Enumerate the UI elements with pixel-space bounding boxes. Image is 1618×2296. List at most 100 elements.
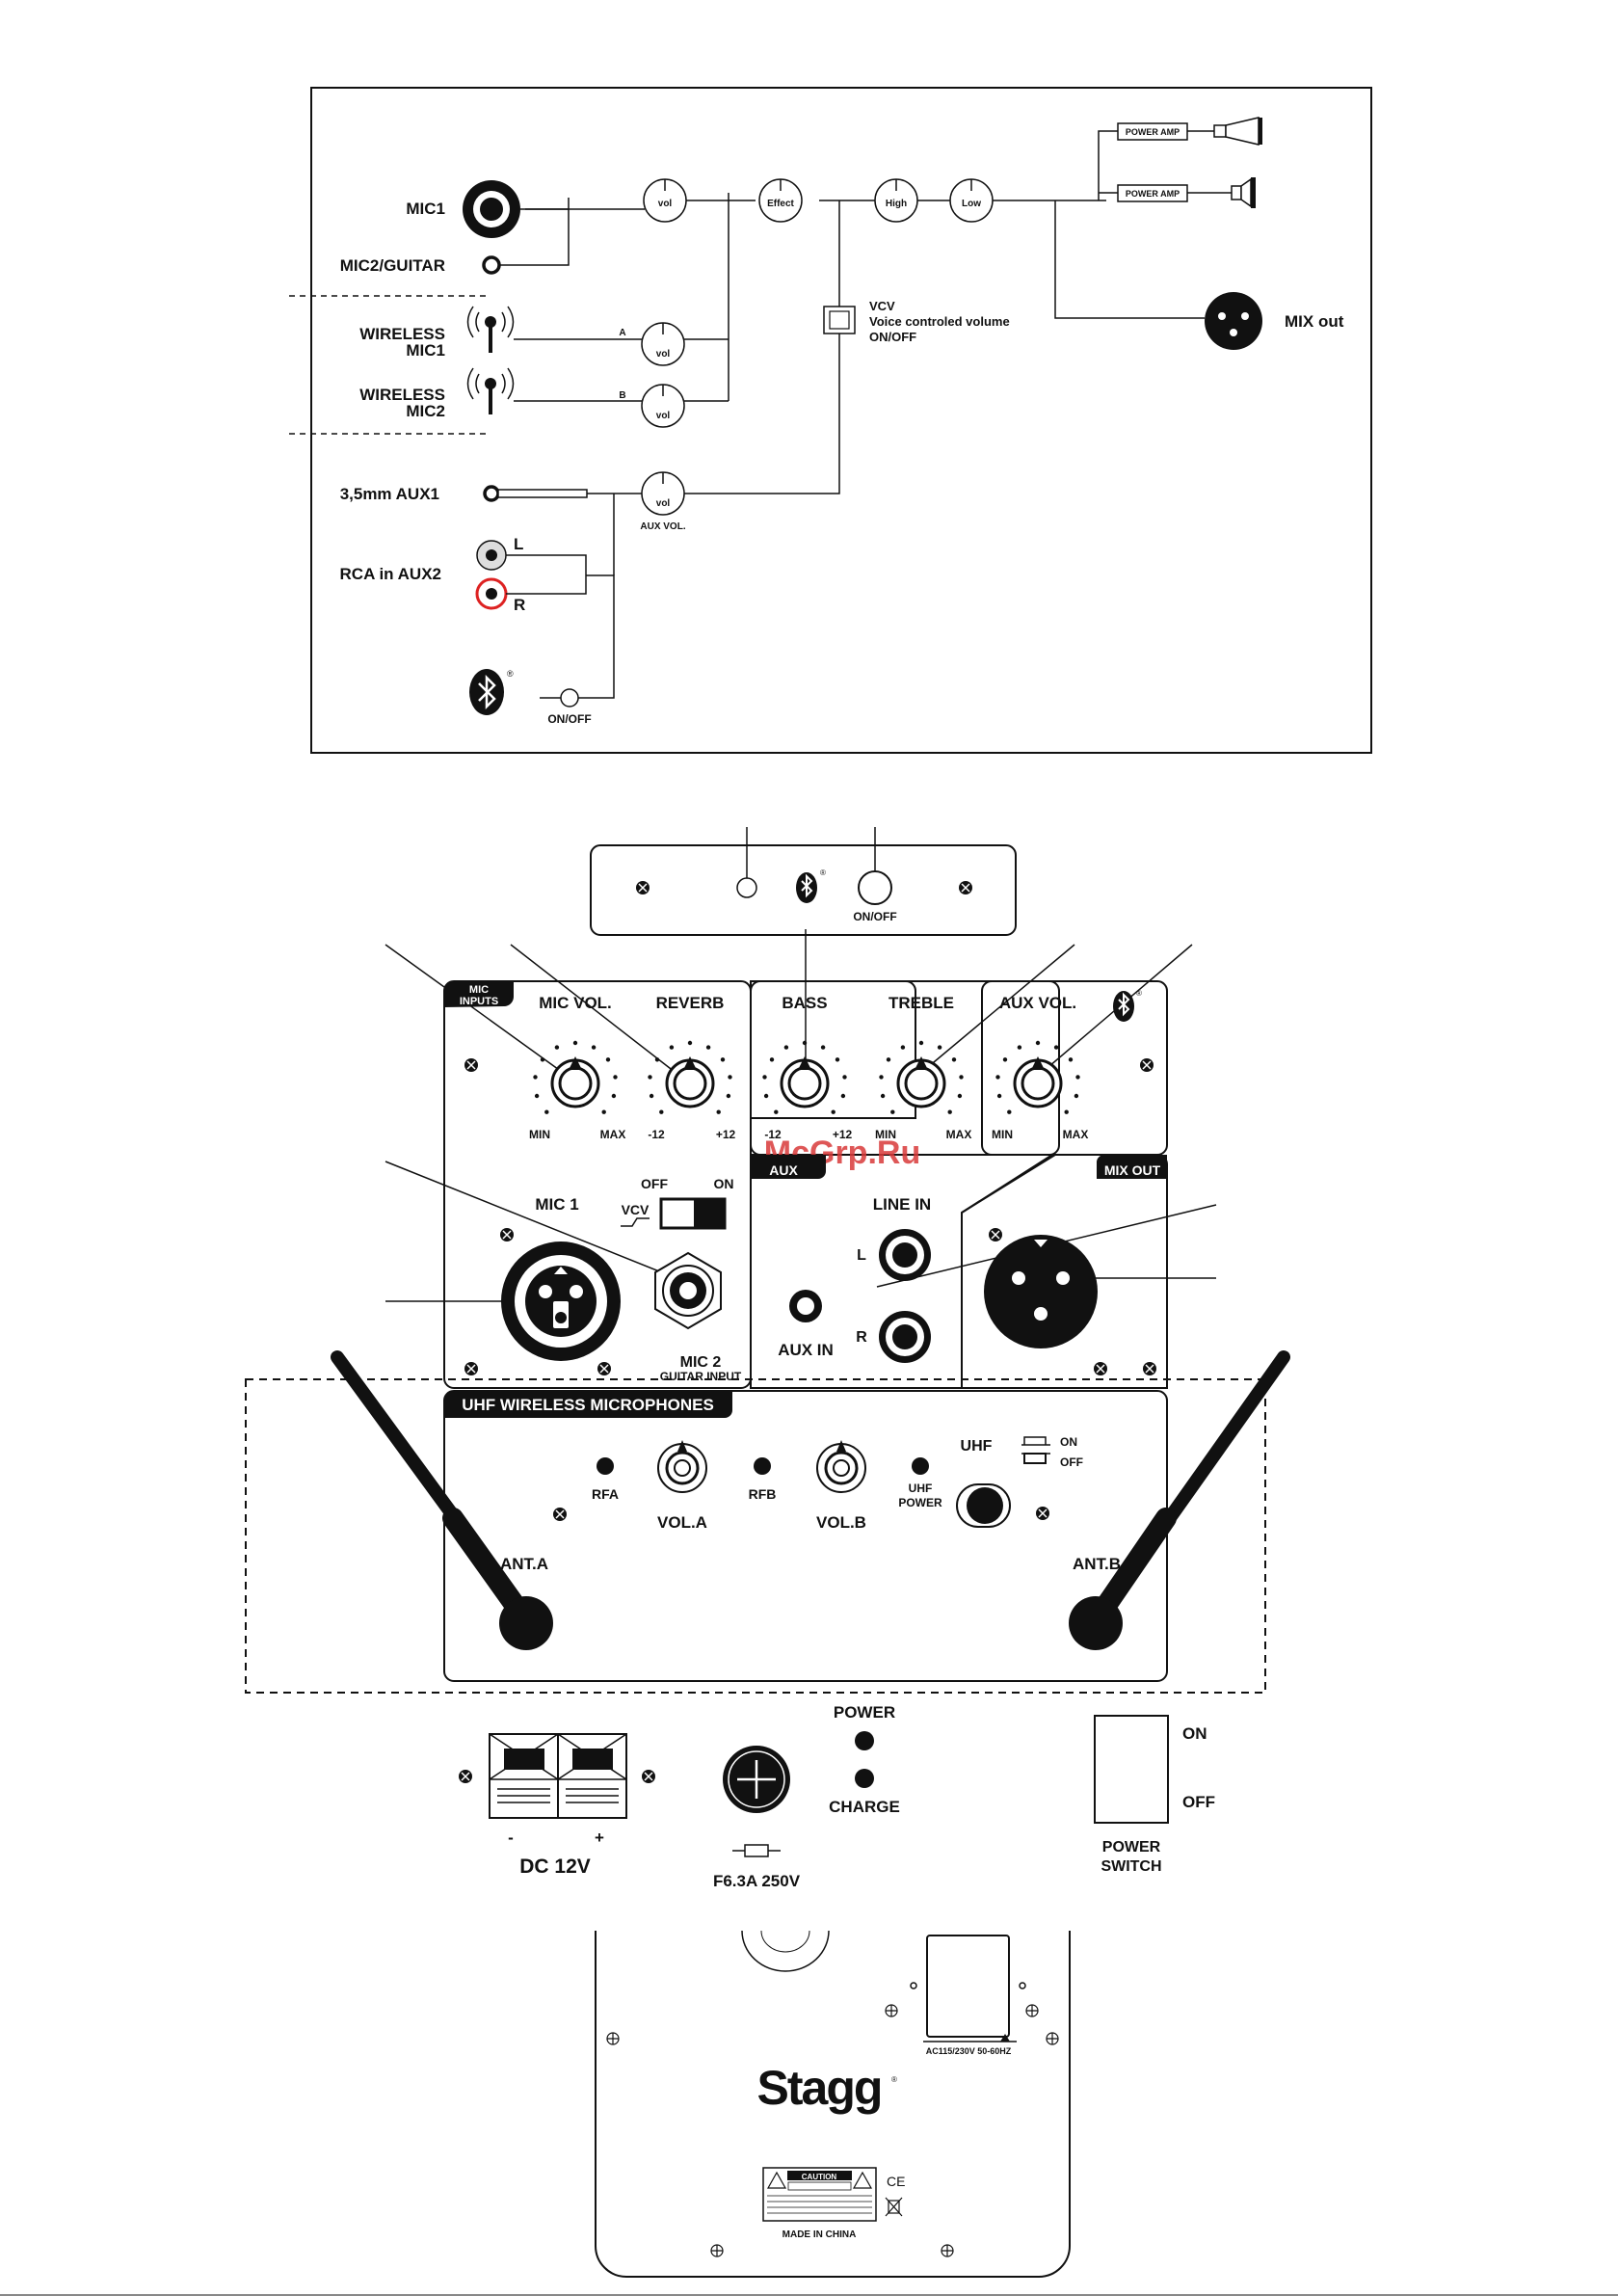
screw-icon bbox=[1143, 1362, 1156, 1375]
ant-b-label: ANT.B bbox=[1073, 1555, 1121, 1573]
screw-icon bbox=[464, 1362, 478, 1375]
scale-dot bbox=[995, 1075, 1000, 1080]
scale-dot bbox=[601, 1109, 606, 1114]
scale-dot bbox=[820, 1045, 826, 1050]
scale-dot bbox=[1068, 1057, 1074, 1062]
reverb-knob[interactable] bbox=[665, 1056, 715, 1108]
svg-text:POWER AMP: POWER AMP bbox=[1126, 189, 1180, 199]
ce-mark-icon: CE bbox=[887, 2174, 905, 2189]
min-label: MIN bbox=[875, 1128, 896, 1141]
scale-dot bbox=[879, 1075, 884, 1080]
mic-inputs-badge-line1: MIC bbox=[469, 984, 489, 996]
screw-icon bbox=[1036, 1507, 1049, 1520]
rfa-led bbox=[597, 1457, 614, 1475]
scale-dot bbox=[591, 1045, 597, 1050]
scale-dot bbox=[762, 1075, 767, 1080]
power-switch-label-line2: SWITCH bbox=[1101, 1858, 1161, 1875]
diagram-frame bbox=[310, 87, 1372, 754]
dc-terminal-block[interactable] bbox=[489, 1733, 627, 1819]
screw-icon bbox=[500, 1228, 514, 1241]
screw-icon bbox=[989, 1228, 1002, 1241]
bt-onoff-button[interactable] bbox=[858, 870, 892, 905]
woofer-icon bbox=[1231, 177, 1256, 208]
scale-dot bbox=[534, 1093, 540, 1099]
vcv-off-label: OFF bbox=[641, 1176, 668, 1191]
vcv-label-line1: VCV bbox=[869, 299, 895, 313]
scale-dot bbox=[886, 1057, 891, 1062]
plus12-label: +12 bbox=[833, 1128, 853, 1141]
scale-dot bbox=[572, 1040, 578, 1046]
made-in-label: MADE IN CHINA bbox=[782, 2229, 857, 2240]
vcv-label-line2: Voice controled volume bbox=[869, 314, 1010, 329]
svg-text:High: High bbox=[886, 199, 907, 209]
scale-dot bbox=[728, 1075, 732, 1080]
scale-dot bbox=[831, 1109, 836, 1114]
svg-text:®: ® bbox=[891, 2075, 897, 2084]
antenna-a-base bbox=[499, 1596, 553, 1650]
knob-scale-dots bbox=[533, 1040, 1080, 1114]
mix-out-label: MIX out bbox=[1285, 312, 1344, 331]
uhf-title: UHF WIRELESS MICROPHONES bbox=[462, 1396, 714, 1414]
plus12-label: +12 bbox=[716, 1128, 736, 1141]
vol-a-knob[interactable] bbox=[657, 1440, 707, 1493]
line-in-right-rca[interactable] bbox=[879, 1311, 931, 1363]
scale-dot bbox=[890, 1109, 895, 1114]
mic-vol-knob[interactable] bbox=[550, 1056, 600, 1108]
scale-dot bbox=[900, 1045, 906, 1050]
scale-dot bbox=[669, 1045, 675, 1050]
dc-12v-label: DC 12V bbox=[519, 1855, 591, 1878]
wireless-mic2-label-line2: MIC2 bbox=[406, 402, 445, 420]
svg-text:Effect: Effect bbox=[767, 199, 794, 209]
wireless-mic1-label-line2: MIC1 bbox=[406, 341, 445, 360]
bass-knob[interactable] bbox=[780, 1056, 830, 1108]
scale-dot bbox=[705, 1045, 711, 1050]
power-switch[interactable] bbox=[1094, 1715, 1169, 1824]
scale-dot bbox=[1035, 1040, 1041, 1046]
uhf-on-label: ON bbox=[1060, 1435, 1077, 1449]
channel-b-label: B bbox=[619, 390, 625, 401]
scale-dot bbox=[544, 1109, 549, 1114]
screw-icon bbox=[1046, 2032, 1059, 2045]
line-in-left-rca[interactable] bbox=[879, 1229, 931, 1281]
aux-vol-knob[interactable] bbox=[1013, 1056, 1063, 1108]
mic1-label: MIC 1 bbox=[535, 1195, 578, 1214]
rfb-label: RFB bbox=[749, 1486, 777, 1502]
scale-dot bbox=[947, 1109, 952, 1114]
rfb-led bbox=[754, 1457, 771, 1475]
svg-text:vol: vol bbox=[656, 411, 671, 421]
fuse-holder[interactable] bbox=[723, 1746, 790, 1813]
aux-vol-knob: vol AUX VOL. bbox=[640, 471, 686, 532]
channel-a-label: A bbox=[619, 328, 625, 338]
vcv-toggle-switch[interactable] bbox=[659, 1197, 727, 1230]
screw-icon bbox=[1140, 1058, 1154, 1072]
svg-text:Low: Low bbox=[962, 199, 981, 209]
treble-knob[interactable] bbox=[896, 1056, 946, 1108]
vcv-on-label: ON bbox=[714, 1176, 734, 1191]
high-knob: High bbox=[874, 178, 918, 223]
uhf-power-button[interactable] bbox=[956, 1483, 1011, 1528]
vol-a-label: VOL.A bbox=[657, 1513, 707, 1532]
vcv-label: VCV bbox=[622, 1202, 650, 1217]
reverb-label: REVERB bbox=[656, 994, 725, 1012]
fuse-icon bbox=[732, 1844, 781, 1857]
scale-dot bbox=[959, 1075, 964, 1080]
scale-dot bbox=[648, 1075, 652, 1080]
scale-dot bbox=[605, 1057, 611, 1062]
dashed-frame bbox=[245, 1378, 1266, 1694]
screw-icon bbox=[606, 2032, 620, 2045]
aux-in-jack[interactable] bbox=[789, 1290, 822, 1322]
mic1-combo-jack[interactable] bbox=[501, 1241, 621, 1361]
max-label: MAX bbox=[1063, 1128, 1089, 1141]
power-switch-off-label: OFF bbox=[1182, 1793, 1215, 1811]
scale-dot bbox=[802, 1040, 808, 1046]
vol-b-knob[interactable] bbox=[816, 1440, 866, 1493]
scale-dot bbox=[1017, 1045, 1022, 1050]
scale-dot bbox=[726, 1093, 731, 1099]
screw-icon bbox=[710, 2244, 724, 2257]
aux1-jack-icon bbox=[483, 485, 500, 502]
wireless-mic1-label-line1: WIRELESS bbox=[359, 325, 445, 343]
mic2-guitar-jack[interactable] bbox=[654, 1251, 722, 1330]
line-in-label: LINE IN bbox=[873, 1195, 931, 1214]
mix-out-xlr-jack[interactable] bbox=[984, 1235, 1098, 1348]
